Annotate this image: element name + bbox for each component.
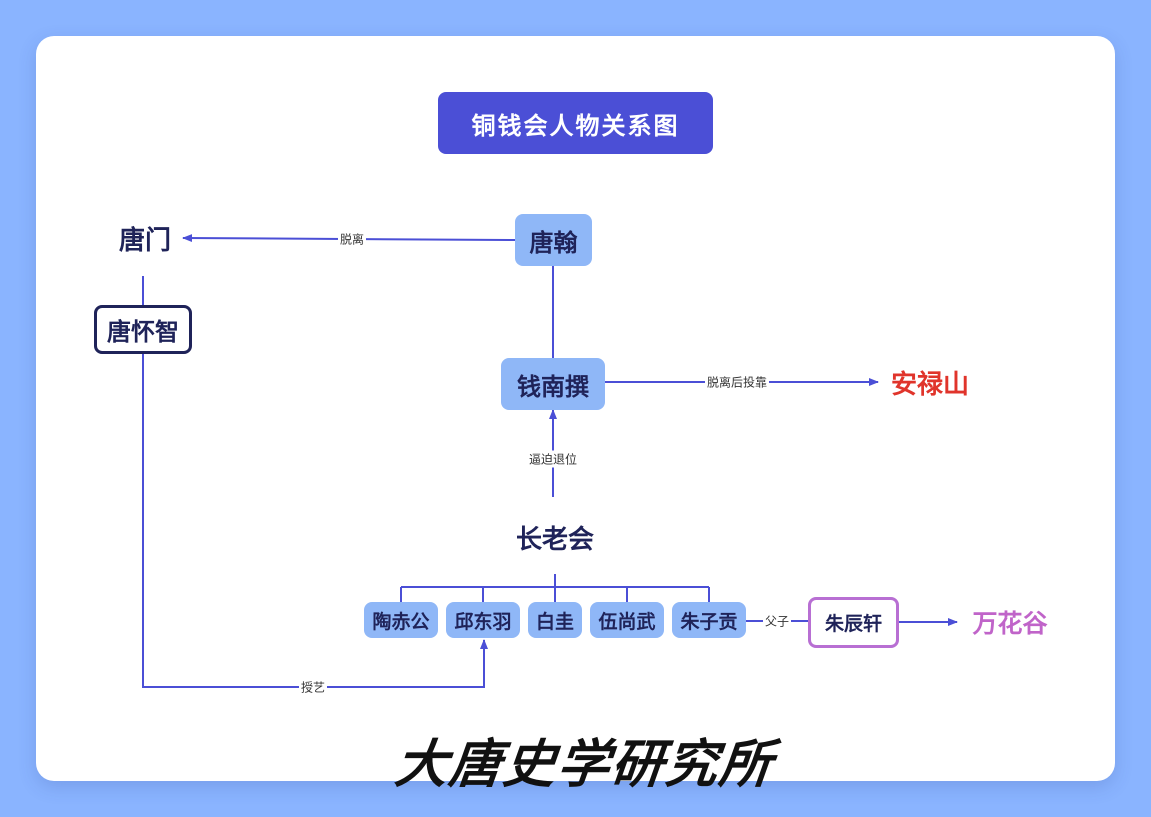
node-tang-han: 唐翰 (515, 214, 592, 266)
edge-label-defect: 脱离后投靠 (704, 373, 770, 391)
node-tang-men: 唐门 (118, 225, 171, 256)
node-zhu-chenxuan: 朱辰轩 (808, 597, 899, 648)
edge-label-teach: 授艺 (298, 678, 328, 696)
diagram-title: 铜钱会人物关系图 (438, 92, 713, 154)
node-qian-nanzhuan: 钱南撰 (501, 358, 605, 410)
node-bai-gui: 白圭 (528, 602, 582, 638)
edge-label-father-son: 父子 (762, 612, 792, 630)
node-an-lushan: 安禄山 (890, 369, 969, 400)
node-qiu-dongyu: 邱东羽 (446, 602, 520, 638)
node-tao-chigong: 陶赤公 (364, 602, 438, 638)
node-tang-huaizhi: 唐怀智 (94, 305, 192, 354)
edge-label-leave: 脱离 (337, 230, 367, 248)
brand-calligraphy: 大唐史学研究所 (392, 734, 777, 795)
node-elders: 长老会 (515, 524, 594, 555)
node-wu-shangwu: 伍尚武 (590, 602, 664, 638)
node-zhu-zigong: 朱子贡 (672, 602, 746, 638)
node-wanhua-gu: 万花谷 (972, 609, 1048, 638)
edge-label-force-abdicate: 逼迫退位 (526, 450, 580, 468)
